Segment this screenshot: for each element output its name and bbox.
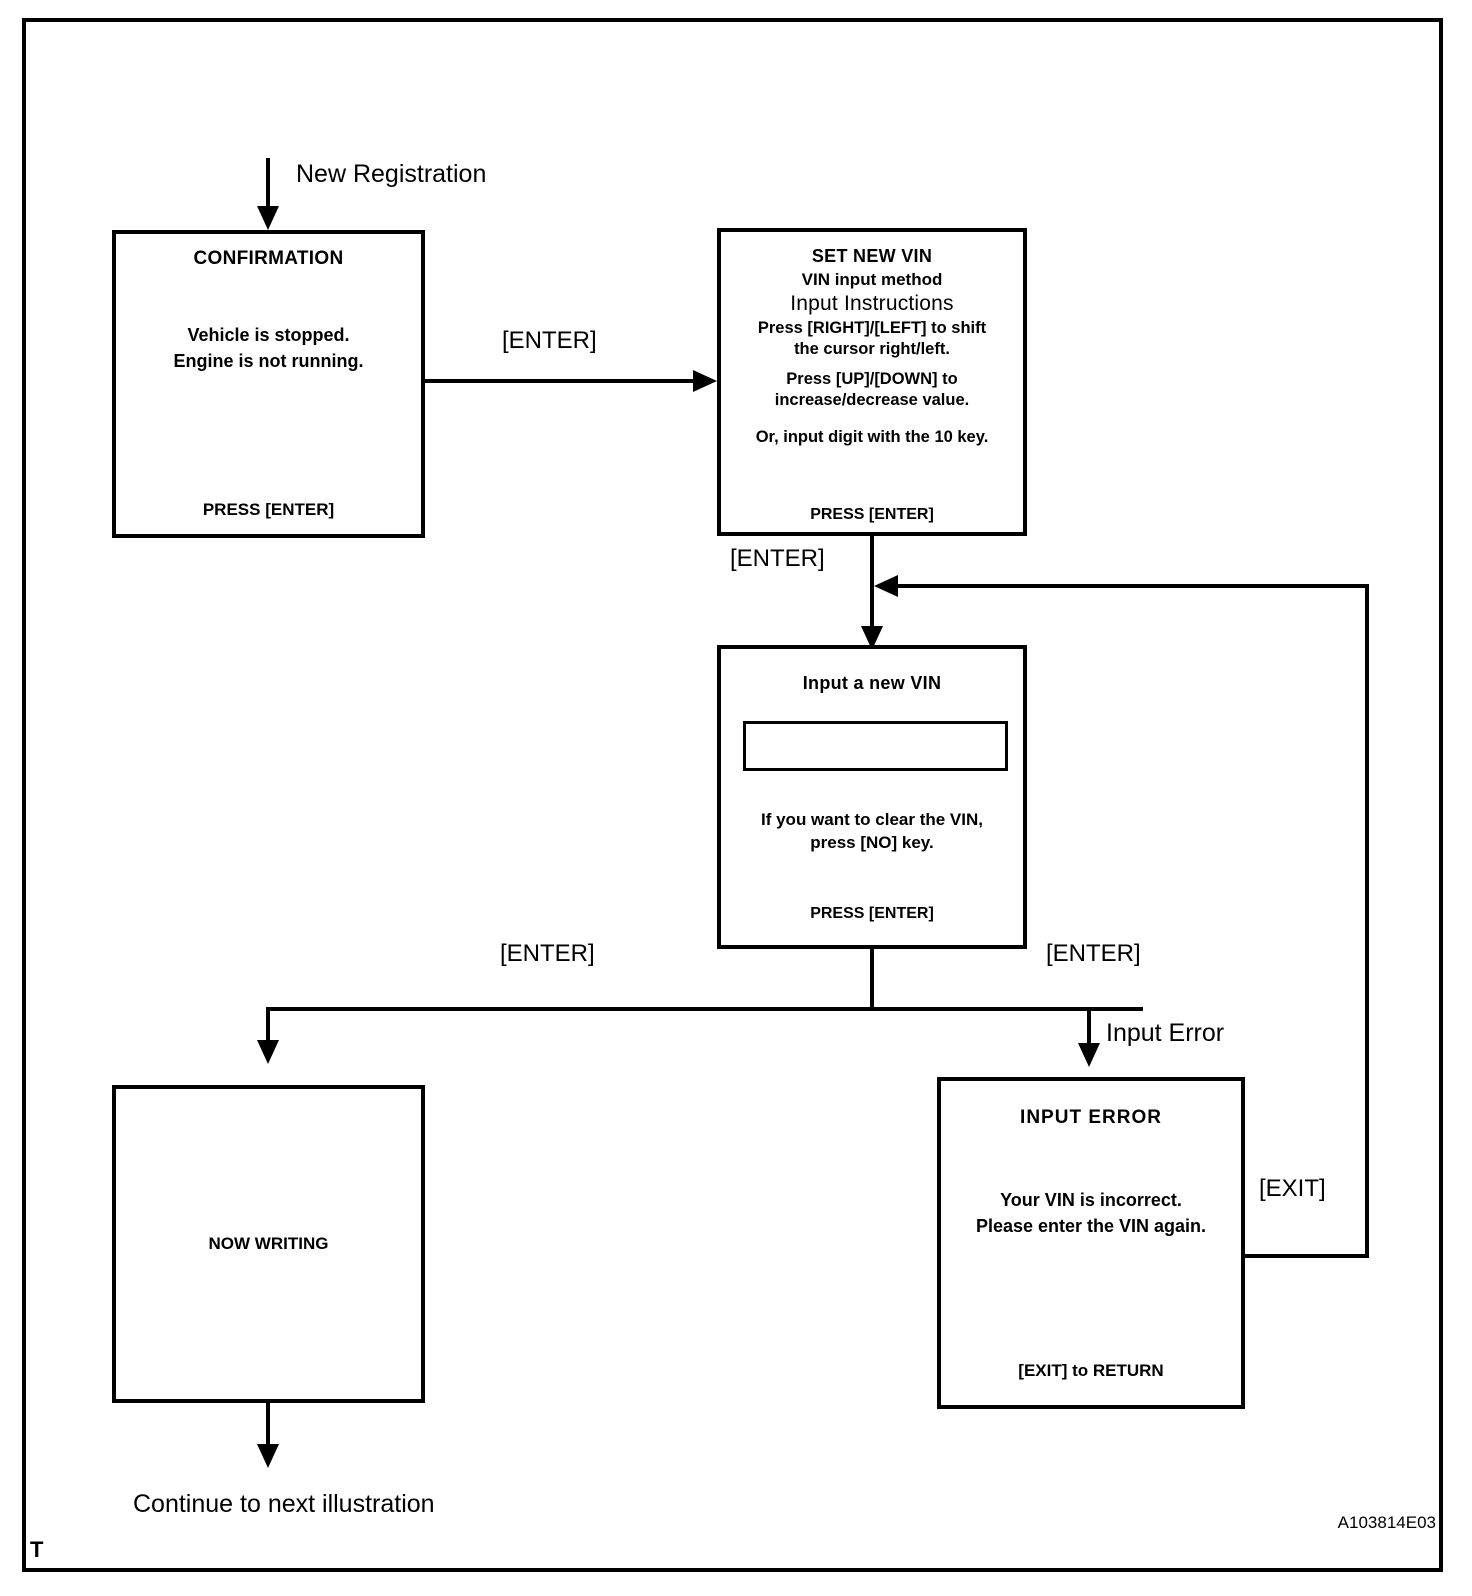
setnewvin-footer: PRESS [ENTER] (810, 506, 934, 523)
inputerror-title: INPUT ERROR (1020, 1107, 1162, 1128)
confirmation-footer: PRESS [ENTER] (202, 500, 335, 519)
setnewvin-instructions-heading: Input Instructions (790, 292, 954, 315)
confirm-to-setvin-arrow-head (693, 370, 717, 392)
setnewvin-instruction-2-line-2: increase/decrease value. (774, 391, 970, 410)
edge-label-confirm-to-setvin: [ENTER] (502, 327, 597, 354)
inputerror-footer: [EXIT] to RETURN (1018, 1361, 1164, 1380)
screen-input-new-vin[interactable]: Input a new VIN If you want to clear the… (717, 645, 1027, 949)
setnewvin-instruction-3: Or, input digit with the 10 key. (755, 427, 989, 446)
setnewvin-title: SET NEW VIN (811, 246, 933, 266)
entry-label: New Registration (296, 160, 487, 188)
error-loop-top-line (898, 584, 1369, 588)
setnewvin-instruction-2-line-1: Press [UP]/[DOWN] to (786, 369, 958, 388)
setnewvin-subtitle: VIN input method (801, 270, 943, 289)
setvin-to-inputvin-line (870, 536, 874, 634)
edge-label-inputvin-to-error: [ENTER] (1046, 940, 1141, 967)
inputvin-footer: PRESS [ENTER] (810, 905, 934, 922)
setnewvin-instruction-1-line-2: the cursor right/left. (794, 340, 950, 359)
screen-confirmation[interactable]: CONFIRMATION Vehicle is stopped. Engine … (112, 230, 425, 538)
screen-now-writing[interactable]: NOW WRITING (112, 1085, 425, 1403)
error-loop-bottom-line (1245, 1254, 1369, 1258)
inputerror-line-2: Please enter the VIN again. (975, 1216, 1207, 1237)
entry-arrow-head (257, 206, 279, 230)
screen-set-new-vin[interactable]: SET NEW VIN VIN input method Input Instr… (717, 228, 1027, 536)
branch-left-arrow-head (257, 1040, 279, 1064)
input-error-note: Input Error (1106, 1019, 1225, 1047)
inputvin-branch-stem (870, 949, 874, 1011)
branch-left-line (266, 1007, 270, 1057)
inputerror-line-1: Your VIN is incorrect. (1000, 1190, 1182, 1210)
confirmation-body: Vehicle is stopped. Engine is not runnin… (116, 322, 421, 374)
setnewvin-instruction-1-line-1: Press [RIGHT]/[LEFT] to shift (757, 319, 987, 337)
nowwriting-label: NOW WRITING (208, 1234, 329, 1253)
vin-input-field[interactable] (743, 721, 1008, 771)
inputvin-title: Input a new VIN (802, 673, 942, 693)
edge-label-setvin-to-inputvin: [ENTER] (730, 545, 825, 572)
error-loop-arrow-head (874, 575, 898, 597)
setnewvin-instruction-2: Press [UP]/[DOWN] to increase/decrease v… (721, 369, 1023, 412)
confirm-to-setvin-line (425, 379, 695, 383)
confirmation-line-1: Vehicle is stopped. (187, 325, 350, 345)
error-loop-right-line (1365, 584, 1369, 1258)
inputvin-clear-note-line-1: If you want to clear the VIN, (761, 810, 983, 829)
corner-mark: T (30, 1537, 44, 1562)
inputvin-branch-bar (266, 1007, 1143, 1011)
setnewvin-instruction-1: Press [RIGHT]/[LEFT] to shift the cursor… (721, 318, 1023, 361)
entry-arrow-line (266, 158, 270, 210)
figure-code: A103814E03 (1337, 1513, 1436, 1532)
branch-right-line (1087, 1007, 1091, 1049)
writing-to-exit-line (266, 1403, 270, 1459)
inputerror-body: Your VIN is incorrect. Please enter the … (941, 1187, 1241, 1239)
branch-right-arrow-head (1078, 1043, 1100, 1067)
edge-label-inputvin-to-writing: [ENTER] (500, 940, 595, 967)
setvin-to-inputvin-arrow-head (861, 626, 883, 650)
inputvin-clear-note-line-2: press [NO] key. (810, 832, 934, 852)
figure-border (22, 18, 1443, 1572)
edge-label-error-loop-back: [EXIT] (1259, 1175, 1326, 1202)
exit-label: Continue to next illustration (133, 1490, 435, 1518)
screen-input-error[interactable]: INPUT ERROR Your VIN is incorrect. Pleas… (937, 1077, 1245, 1409)
writing-to-exit-arrow-head (257, 1444, 279, 1468)
confirmation-line-2: Engine is not running. (173, 351, 364, 372)
inputvin-clear-note: If you want to clear the VIN, press [NO]… (721, 809, 1023, 855)
confirmation-title: CONFIRMATION (193, 248, 344, 269)
